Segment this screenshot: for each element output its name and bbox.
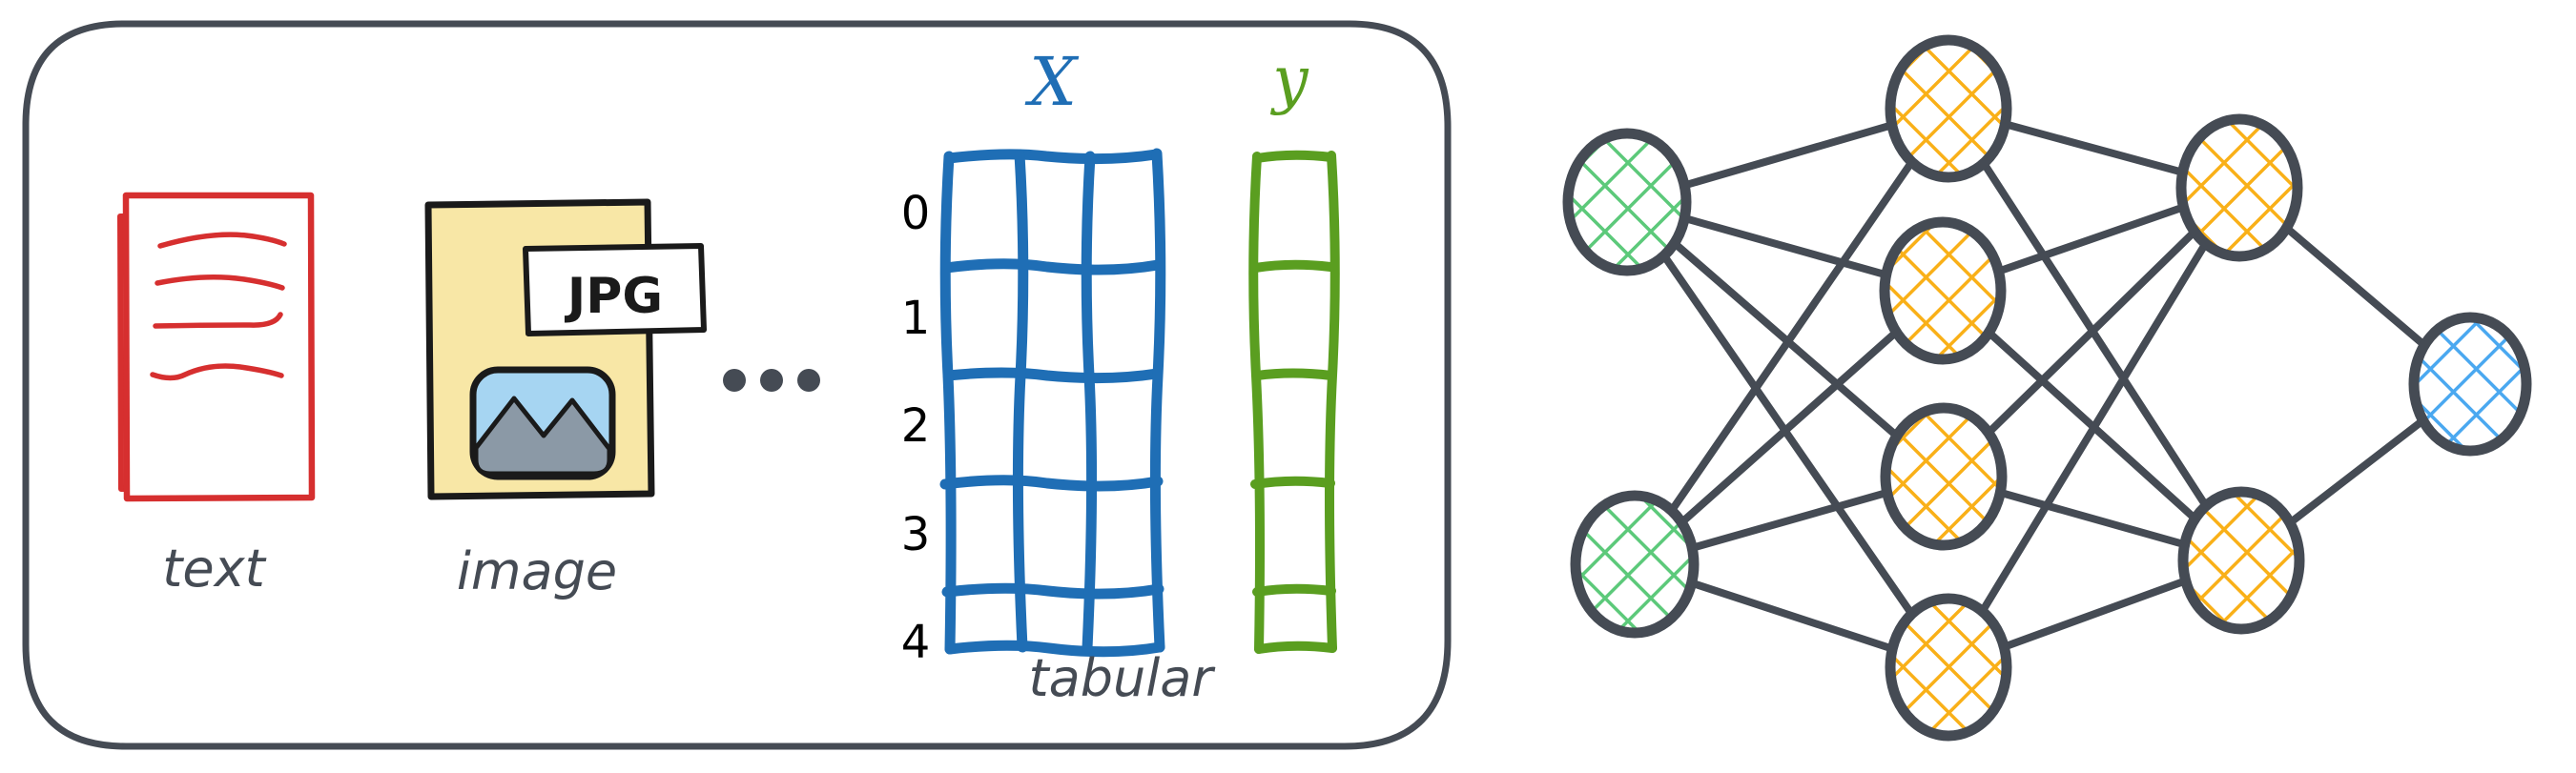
input-node-1[interactable] bbox=[1562, 128, 1692, 276]
hidden2-node-1[interactable] bbox=[2175, 113, 2303, 262]
row-label-1: 1 bbox=[901, 292, 931, 345]
image-file-icon: JPG bbox=[424, 198, 707, 500]
row-label-2: 2 bbox=[901, 399, 931, 453]
ellipsis-dot-2 bbox=[760, 369, 783, 392]
ellipsis-dot-3 bbox=[797, 369, 820, 392]
input-node-2[interactable] bbox=[1570, 490, 1700, 639]
thumbnail-mountains bbox=[473, 396, 612, 477]
hidden1-node-4[interactable] bbox=[1885, 593, 2012, 742]
hidden1-node-3[interactable] bbox=[1880, 402, 2008, 551]
edge-in1-h14 bbox=[1623, 198, 1952, 671]
label-text: text bbox=[162, 539, 266, 599]
edge-h11-h22 bbox=[1945, 105, 2245, 564]
label-tabular: tabular bbox=[1028, 648, 1215, 708]
matrix-symbol-x: X bbox=[1024, 43, 1080, 121]
edge-h14-h21 bbox=[1945, 184, 2243, 671]
network-nodes bbox=[1562, 34, 2532, 742]
hidden1-node-2[interactable] bbox=[1879, 216, 2007, 365]
table-grid-icon bbox=[939, 148, 1166, 658]
stacked-documents-icon bbox=[117, 192, 316, 502]
edge-in2-h11 bbox=[1631, 105, 1952, 568]
document-text-lines bbox=[150, 232, 287, 381]
ellipsis-dot-1 bbox=[723, 369, 746, 392]
jpg-badge-label: JPG bbox=[565, 268, 663, 325]
row-label-3: 3 bbox=[901, 508, 931, 561]
panel-border bbox=[22, 20, 1452, 750]
network-edges bbox=[1623, 105, 2474, 671]
data-types-panel bbox=[22, 20, 1452, 750]
row-label-4: 4 bbox=[901, 616, 931, 669]
hidden2-node-2[interactable] bbox=[2177, 486, 2305, 635]
hidden1-node-1[interactable] bbox=[1885, 34, 2012, 183]
jpg-badge-box bbox=[523, 243, 707, 336]
output-node-1[interactable] bbox=[2408, 312, 2532, 457]
photo-thumbnail-icon bbox=[469, 366, 616, 480]
edge-in2-h12 bbox=[1631, 287, 1947, 568]
document-page-front bbox=[122, 192, 316, 502]
target-vector-icon bbox=[1248, 150, 1340, 654]
edge-h13-h21 bbox=[1940, 184, 2243, 480]
ellipsis-icon bbox=[723, 369, 820, 392]
jpg-badge: JPG bbox=[523, 243, 707, 336]
matrix-row-labels: 0 1 2 3 4 bbox=[901, 187, 931, 669]
row-label-0: 0 bbox=[901, 187, 931, 240]
target-symbol-y: y bbox=[1269, 43, 1309, 116]
label-image: image bbox=[457, 541, 617, 601]
